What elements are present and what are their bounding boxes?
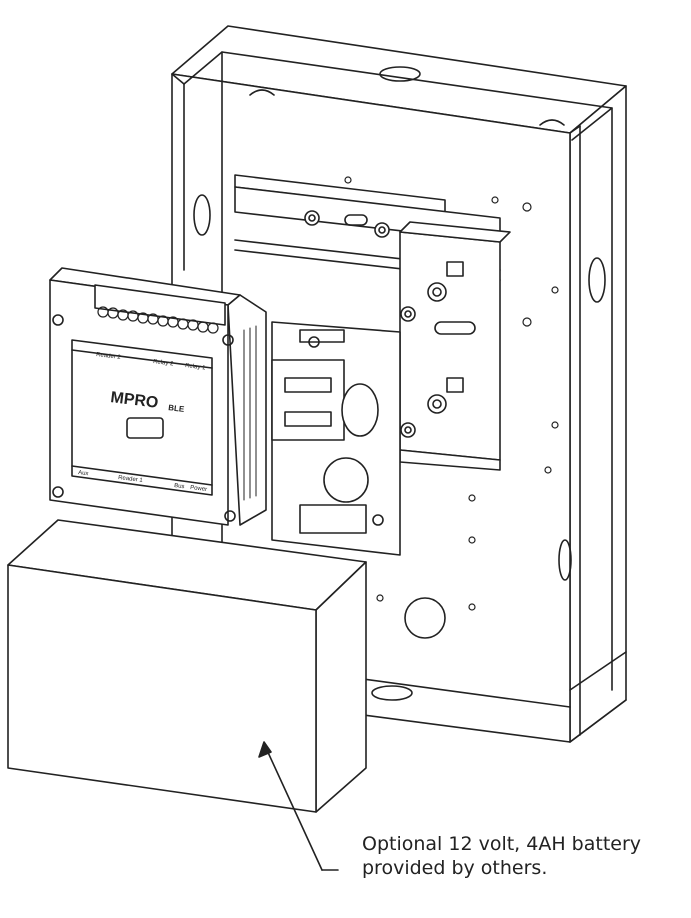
controller-module: Reader 2 Relay 2 Relay 1 MPRO BLE Aux Re… [49,267,267,526]
label-reader-2: Reader 2 [96,352,122,361]
callout-line-2: provided by others. [362,857,548,879]
label-bus: Bus [174,483,185,490]
knockout-back [404,597,446,639]
module-brand: MPRO [110,389,160,412]
label-relay-1: Relay 1 [185,363,207,372]
battery-callout: Optional 12 volt, 4AH battery provided b… [362,832,682,880]
label-aux: Aux [78,470,89,477]
side-vents [243,325,257,501]
label-power: Power [190,485,208,493]
label-reader-1: Reader 1 [118,475,144,484]
knockout-left [193,194,211,236]
arrow-head-icon [258,741,272,758]
battery [7,519,367,813]
knockout-right-low [558,539,572,581]
capacitor [341,383,379,437]
knockout-bottom [371,685,413,701]
transformer [271,359,345,441]
knockout-top [379,66,421,82]
knockout-right [588,257,606,303]
terminal-screws [97,306,219,334]
panel-holes [344,176,559,611]
callout-line-1: Optional 12 volt, 4AH battery [362,833,642,855]
module-model-suffix: BLE [168,403,186,414]
mounting-bracket [399,221,511,471]
power-supply-board [271,321,401,556]
callout-leader [258,741,339,871]
status-window [126,417,164,439]
label-relay-2: Relay 2 [153,359,175,368]
